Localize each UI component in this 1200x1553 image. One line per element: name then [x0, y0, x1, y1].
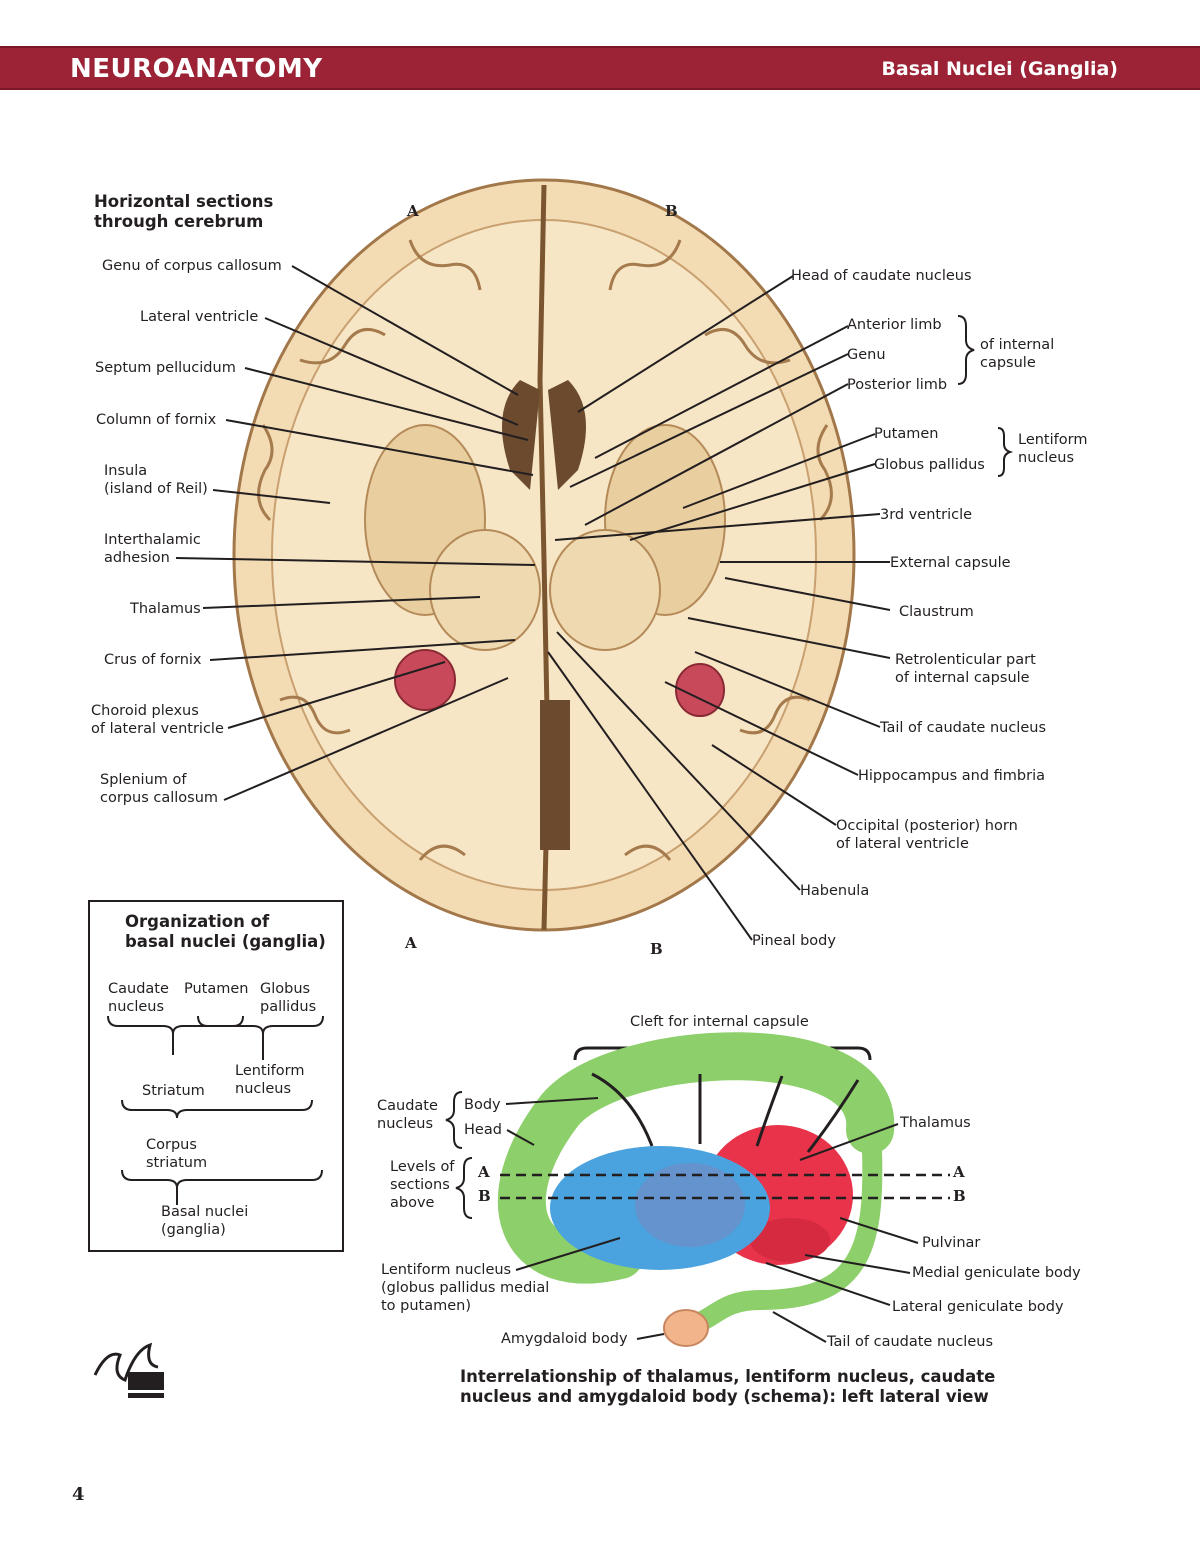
schema-body: Body: [464, 1097, 501, 1113]
label-genu: Genu: [847, 347, 886, 363]
org-globus-pallidus: Globus pallidus: [260, 981, 317, 1015]
section-mark-b-top: B: [665, 202, 678, 220]
label-habenula: Habenula: [800, 883, 870, 899]
label-occipital-horn: Occipital (posterior) horn of lateral ve…: [836, 818, 1018, 852]
label-septum-pellucidum: Septum pellucidum: [95, 360, 236, 376]
label-thalamus: Thalamus: [130, 601, 201, 617]
section-mark-a-top: A: [407, 202, 419, 220]
schema-levels: Levels of sections above: [390, 1159, 455, 1211]
label-globus-pallidus: Globus pallidus: [874, 457, 985, 473]
label-crus-of-fornix: Crus of fornix: [104, 652, 202, 668]
org-putamen: Putamen: [184, 981, 249, 997]
organization-title: Organization of basal nuclei (ganglia): [125, 912, 326, 951]
label-claustrum: Claustrum: [899, 604, 974, 620]
label-genu-corpus-callosum: Genu of corpus callosum: [102, 258, 282, 274]
label-lateral-ventricle: Lateral ventricle: [140, 309, 259, 325]
schema-amygdaloid-body: Amygdaloid body: [501, 1331, 628, 1347]
section-title: Basal Nuclei (Ganglia): [881, 58, 1118, 80]
label-braces: [957, 315, 1014, 477]
label-lentiform-nucleus: Lentiform nucleus: [1018, 432, 1088, 466]
artist-signature-logo: [93, 1342, 164, 1398]
page-number: 4: [72, 1484, 85, 1505]
schema-level-a-right: A: [953, 1163, 965, 1181]
org-basal-nuclei: Basal nuclei (ganglia): [161, 1204, 249, 1238]
chapter-title: NEUROANATOMY: [70, 54, 323, 84]
label-external-capsule: External capsule: [890, 555, 1011, 571]
schema-caption: Interrelationship of thalamus, lentiform…: [460, 1367, 996, 1406]
schema-lateral-geniculate: Lateral geniculate body: [892, 1299, 1064, 1315]
schema-medial-geniculate: Medial geniculate body: [912, 1265, 1081, 1281]
label-posterior-limb: Posterior limb: [847, 377, 948, 393]
label-putamen: Putamen: [874, 426, 939, 442]
section-mark-a-bottom: A: [405, 934, 417, 952]
label-retrolenticular: Retrolenticular part of internal capsule: [895, 652, 1036, 686]
brain-section-illustration: [232, 178, 856, 932]
schema-head: Head: [464, 1122, 502, 1138]
org-lentiform-nucleus: Lentiform nucleus: [235, 1063, 305, 1097]
label-head-of-caudate: Head of caudate nucleus: [791, 268, 972, 284]
schema-thalamus: Thalamus: [900, 1115, 971, 1131]
schema-caudate-nucleus: Caudate nucleus: [377, 1098, 438, 1132]
schema-lentiform-nucleus: Lentiform nucleus (globus pallidus media…: [381, 1262, 550, 1314]
label-hippocampus: Hippocampus and fimbria: [858, 768, 1045, 784]
label-column-of-fornix: Column of fornix: [96, 412, 217, 428]
schema-tail-of-caudate: Tail of caudate nucleus: [827, 1334, 993, 1350]
header-bar: NEUROANATOMY Basal Nuclei (Ganglia): [0, 46, 1200, 90]
figure-title: Horizontal sections through cerebrum: [94, 192, 274, 231]
schema-level-b-right: B: [953, 1187, 966, 1205]
label-third-ventricle: 3rd ventricle: [880, 507, 973, 523]
schema-level-b-left: B: [478, 1187, 491, 1205]
schema-illustration: [445, 1032, 950, 1347]
org-striatum: Striatum: [142, 1083, 205, 1099]
label-pineal-body: Pineal body: [752, 933, 836, 949]
label-interthalamic-adhesion: Interthalamic adhesion: [104, 532, 201, 566]
label-anterior-limb: Anterior limb: [847, 317, 942, 333]
section-mark-b-bottom: B: [650, 940, 663, 958]
label-internal-capsule: of internal capsule: [980, 337, 1055, 371]
schema-cleft-label: Cleft for internal capsule: [630, 1014, 809, 1030]
organization-braces: [107, 1015, 324, 1205]
schema-level-a-left: A: [478, 1163, 490, 1181]
schema-pulvinar: Pulvinar: [922, 1235, 981, 1251]
leader-lines: [175, 265, 891, 941]
label-splenium: Splenium of corpus callosum: [100, 772, 219, 806]
label-tail-of-caudate: Tail of caudate nucleus: [880, 720, 1046, 736]
org-corpus-striatum: Corpus striatum: [146, 1137, 208, 1171]
organization-box: [88, 900, 344, 1252]
label-choroid-plexus: Choroid plexus of lateral ventricle: [91, 703, 224, 737]
org-caudate-nucleus: Caudate nucleus: [108, 981, 169, 1015]
label-insula: Insula (island of Reil): [104, 463, 208, 497]
